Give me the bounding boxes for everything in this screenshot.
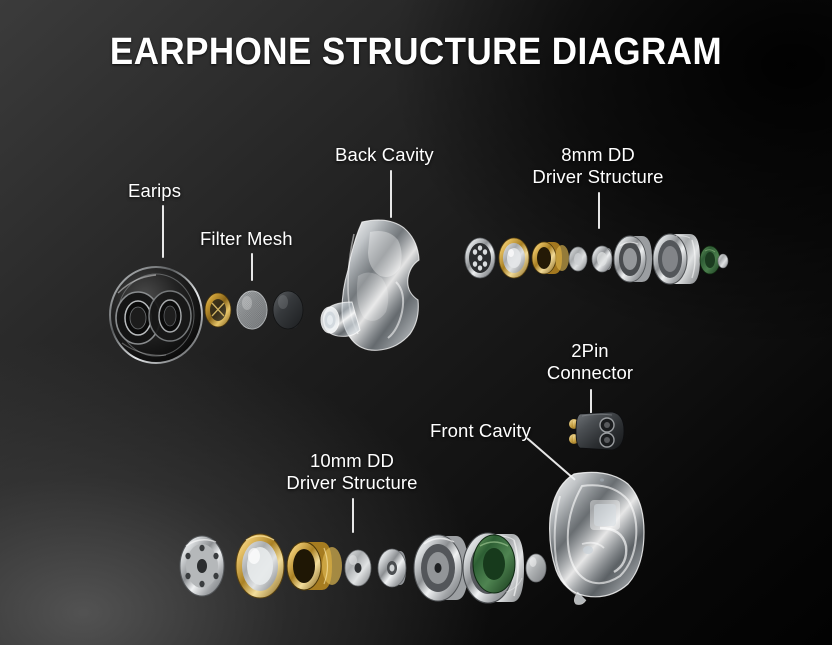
part-10mm-spacer-a <box>344 549 372 587</box>
label-2pin-line1: 2Pin <box>571 340 609 361</box>
part-10mm-end-disc <box>525 553 547 583</box>
label-back-cavity-text: Back Cavity <box>335 144 434 165</box>
part-8mm-green-washer <box>699 245 721 275</box>
label-back-cavity: Back Cavity <box>335 144 434 166</box>
label-8mm-line1: 8mm DD <box>561 144 635 165</box>
leader-line-eartips <box>162 205 164 258</box>
part-8mm-brass-ring <box>531 241 569 275</box>
component-10mm-damping-group <box>472 534 547 594</box>
part-10mm-perforated-cap <box>179 535 225 597</box>
component-filter-mesh-disc <box>236 290 268 330</box>
component-2pin-connector <box>569 411 625 451</box>
part-8mm-driver-housing <box>652 233 700 285</box>
label-filter-mesh: Filter Mesh <box>200 228 293 250</box>
leader-line-10mm-dd <box>352 498 354 533</box>
label-8mm-line2: Driver Structure <box>532 165 664 187</box>
label-eartips: Earips <box>128 180 181 202</box>
label-filter-mesh-text: Filter Mesh <box>200 228 293 249</box>
component-filter-mesh-group <box>204 290 304 330</box>
leader-line-filter-mesh <box>251 253 253 281</box>
component-eartips <box>109 266 203 364</box>
label-2pin-connector: 2Pin Connector <box>547 340 633 383</box>
part-10mm-brass-ring <box>286 541 342 591</box>
label-front-cavity: Front Cavity <box>430 420 531 442</box>
part-8mm-end-disc <box>717 253 729 269</box>
part-8mm-driver-cup <box>613 235 652 283</box>
label-10mm-dd-driver: 10mm DD Driver Structure <box>286 450 417 493</box>
part-10mm-diaphragm <box>235 533 285 599</box>
part-8mm-diaphragm <box>498 237 530 279</box>
part-10mm-green-washer <box>472 534 516 594</box>
component-front-cavity-shell <box>549 471 645 605</box>
part-8mm-spacer-b <box>591 245 613 273</box>
part-8mm-perforated-cap <box>464 237 496 279</box>
label-eartips-text: Earips <box>128 180 182 201</box>
component-back-cavity-shell <box>320 219 420 351</box>
page-title: EARPHONE STRUCTURE DIAGRAM <box>109 31 723 73</box>
label-2pin-line2: Connector <box>546 361 634 383</box>
part-10mm-driver-cup <box>413 534 468 602</box>
leader-line-back-cavity <box>390 170 392 218</box>
component-filter-ring <box>204 292 232 328</box>
part-8mm-spacer-a <box>568 246 588 272</box>
leader-line-8mm-dd <box>598 192 600 229</box>
component-nozzle-cap <box>272 290 304 330</box>
label-8mm-dd-driver: 8mm DD Driver Structure <box>532 144 663 187</box>
leader-line-2pin <box>590 389 592 414</box>
label-10mm-line1: 10mm DD <box>310 450 394 471</box>
component-8mm-dd-driver-row <box>464 233 729 285</box>
label-10mm-line2: Driver Structure <box>286 471 418 493</box>
part-10mm-spacer-b <box>377 548 407 588</box>
label-front-cavity-text: Front Cavity <box>430 420 531 441</box>
